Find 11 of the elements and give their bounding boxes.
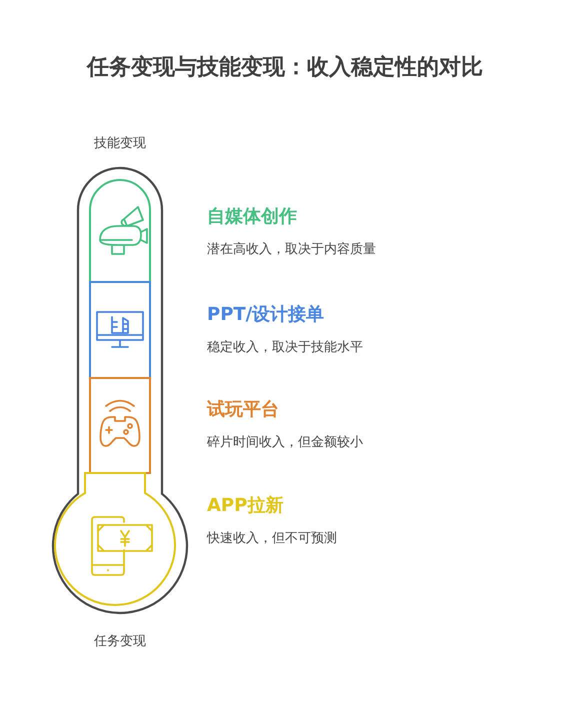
category-heading: PPT/设计接单 [207,303,324,326]
scale-label: 技能变现 [93,135,147,152]
category-description: 碎片时间收入，但金额较小 [207,434,363,451]
category-description: 潜在高收入，取决于内容质量 [207,241,376,258]
category-heading: 自媒体创作 [207,205,297,228]
category-heading: 试玩平台 [207,398,279,421]
diagram-title: 任务变现与技能变现：收入稳定性的对比 [85,54,484,82]
category-heading: APP拉新 [207,494,284,517]
category-description: 稳定收入，取决于技能水平 [207,339,363,356]
scale-label: 任务变现 [93,633,147,650]
category-description: 快速收入，但不可预测 [207,530,337,547]
